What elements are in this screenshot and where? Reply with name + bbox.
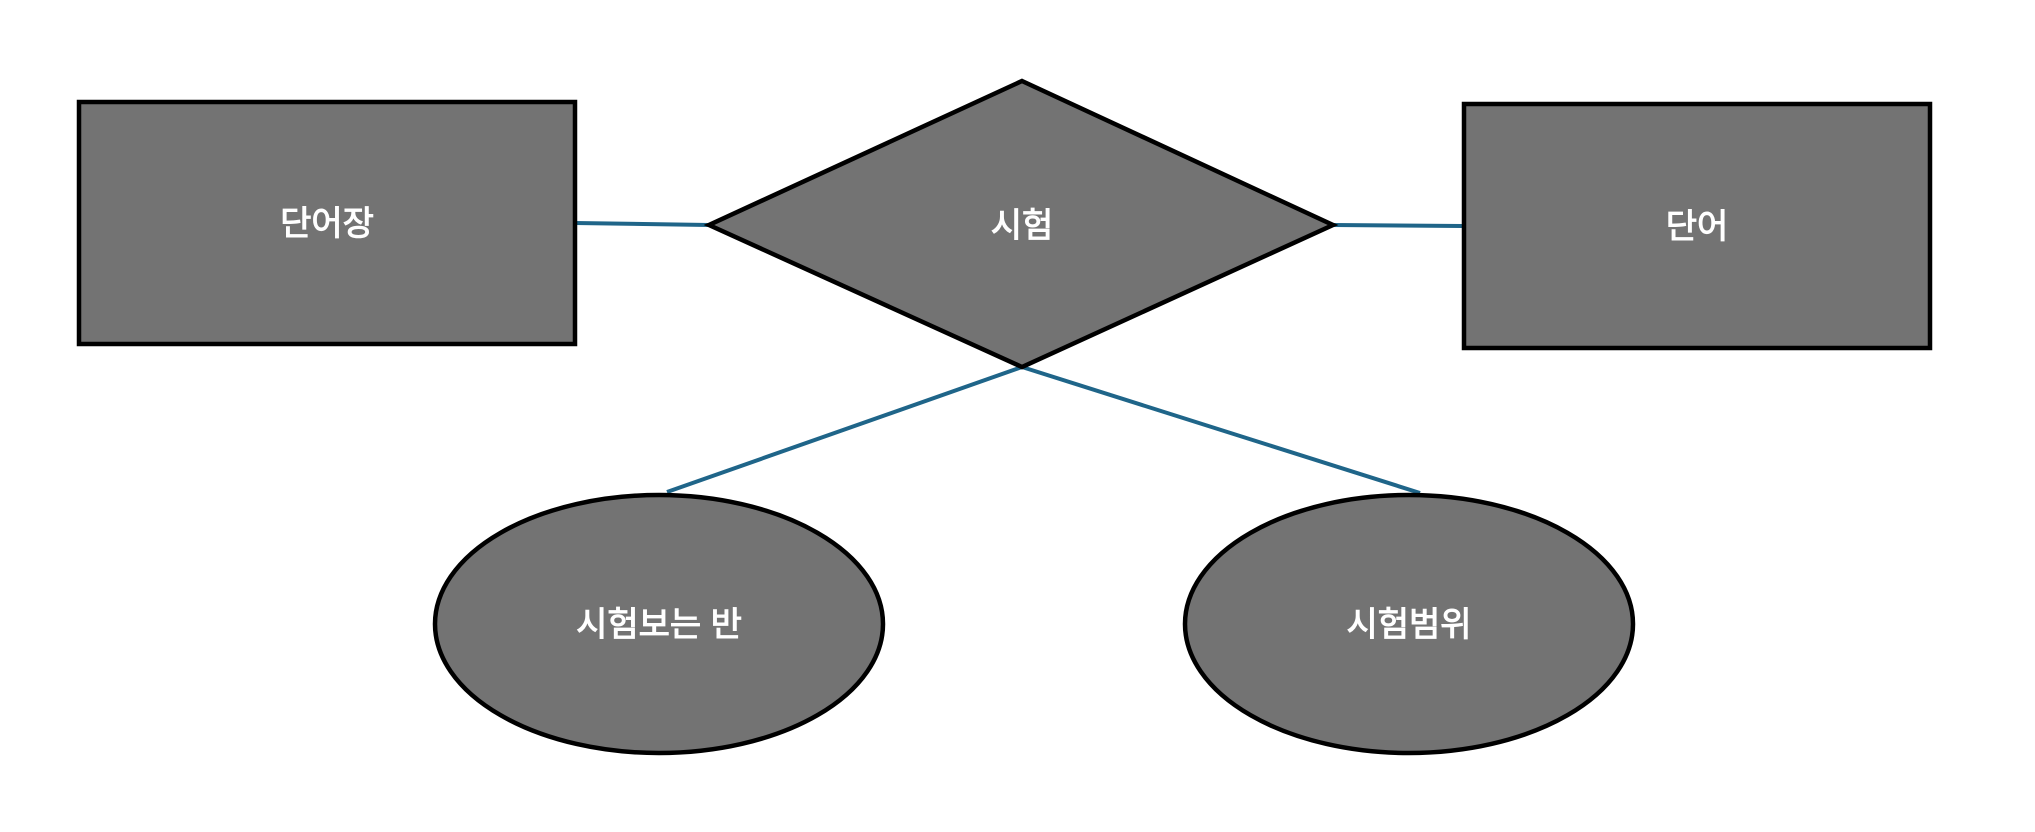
- entity-wordbook-shape: [76, 99, 578, 347]
- attribute-exam-class-shape: [432, 492, 886, 756]
- connector-exam-examclass: [666, 365, 1023, 494]
- entity-wordbook-label: 단어장: [280, 205, 374, 243]
- attribute-exam-scope-shape: [1182, 492, 1636, 756]
- connector-exam-word: [1332, 223, 1463, 228]
- attribute-exam-class-label: 시험보는 반: [576, 606, 742, 644]
- relationship-exam-label: 시험: [991, 207, 1054, 245]
- connector-wordbook-exam: [574, 221, 710, 227]
- connector-exam-examscope: [1021, 365, 1421, 495]
- entity-word-shape: [1461, 101, 1933, 351]
- relationship-exam-shape: [703, 78, 1339, 370]
- entity-word-label: 단어: [1666, 208, 1729, 246]
- attribute-exam-scope-label: 시험범위: [1346, 606, 1471, 644]
